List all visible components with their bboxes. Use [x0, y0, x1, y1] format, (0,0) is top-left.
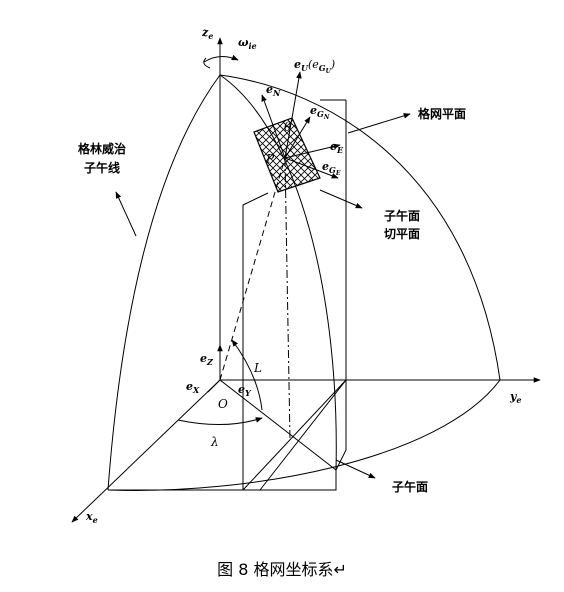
tangent-plane-label-line1: 子午面	[384, 208, 420, 223]
dashdot-to-base	[284, 157, 291, 441]
P-label: P	[265, 152, 275, 166]
earth-rotation-arc	[203, 54, 239, 63]
xe-label: xe	[85, 510, 98, 525]
eN-vector	[261, 94, 286, 159]
eU-label: eU(eGU)	[294, 58, 335, 75]
eGN-label: eGN	[310, 104, 330, 121]
ze-label: ze	[201, 26, 213, 41]
eZ-label: eZ	[200, 352, 214, 367]
latitude-arc	[231, 339, 263, 411]
theta-label: θ	[284, 120, 292, 134]
greenwich-label-line2: 子午线	[84, 160, 120, 175]
greenwich-label-line1: 格林威治	[78, 141, 126, 156]
L-label: L	[253, 361, 262, 375]
meridian-callout-arrow	[335, 459, 376, 479]
projection-vertical	[242, 192, 269, 490]
radius-to-p	[219, 157, 286, 381]
ground-diagonal	[242, 379, 347, 491]
lambda-label: λ	[210, 435, 219, 449]
meridian-arc-through-p	[219, 74, 337, 471]
figure-caption: 图 8 格网坐标系↵	[217, 560, 347, 579]
eE-label: eE	[330, 140, 344, 155]
eX-label: eX	[186, 380, 200, 395]
eE-vector	[284, 143, 341, 159]
O-label: O	[218, 397, 228, 411]
eGE-vector	[284, 157, 339, 179]
longitude-arc	[177, 417, 263, 425]
lambda-line	[219, 379, 337, 471]
eGE-label: eGE	[322, 160, 341, 177]
greenwich-meridian-arc	[107, 74, 221, 491]
x-axis	[71, 379, 221, 523]
equator-arc	[107, 379, 501, 491]
meridian-plane-right-bottom	[259, 379, 347, 491]
greenwich-callout-arrow	[115, 191, 137, 237]
earth-rotation-arc-tail	[203, 57, 211, 69]
tangent-plane-label-line2: 切平面	[384, 227, 420, 241]
eN-label: eN	[266, 83, 281, 98]
grid-plane-callout-arrow	[347, 113, 411, 134]
eX-vector	[207, 379, 221, 393]
eU-vector	[284, 71, 302, 159]
grid-plane-label: 格网平面	[418, 106, 466, 121]
omega-label: ωie	[238, 36, 257, 51]
eGN-vector	[284, 116, 311, 159]
ye-label: ye	[509, 390, 522, 405]
yz-meridian-arc	[219, 74, 501, 381]
tangent-plane-callout-arrow	[319, 189, 363, 209]
eY-label: eY	[238, 383, 252, 398]
meridian-label: 子午面	[392, 479, 428, 494]
